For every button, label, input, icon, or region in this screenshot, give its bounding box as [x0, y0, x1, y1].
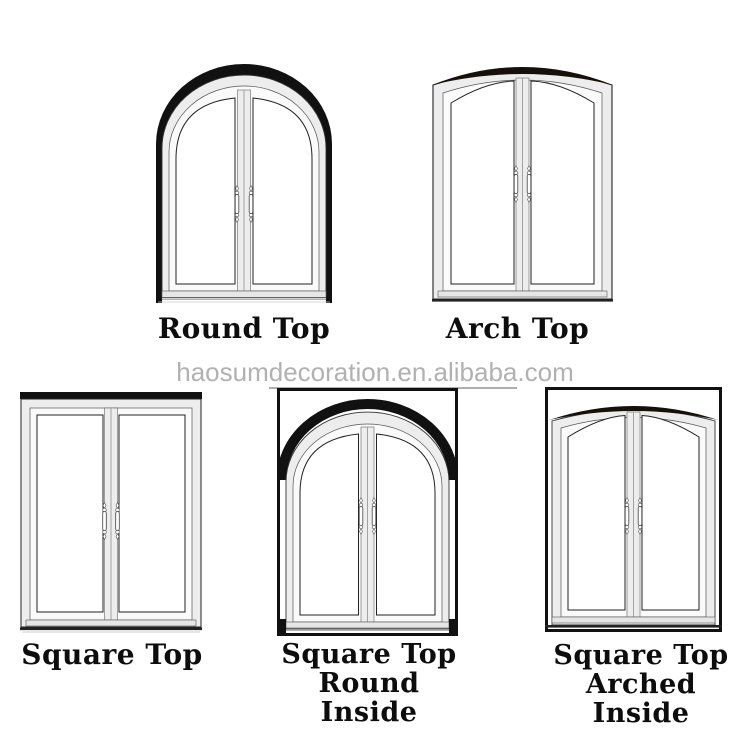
door-label-line1: Square Top — [281, 639, 457, 670]
door-label-square-top-round-inside: Square Top Round Inside — [269, 640, 469, 727]
door-sill — [285, 621, 450, 629]
door-handle-icon — [115, 501, 120, 541]
square-top-door-drawing — [20, 392, 202, 633]
door-label-round-top: Round Top — [157, 312, 331, 345]
door-handle-icon — [637, 496, 643, 536]
watermark-prefix: haosum — [176, 357, 269, 387]
door-label-line2: Arched Inside — [585, 669, 697, 729]
door-handle-icon — [513, 164, 519, 204]
round-top-door-drawing — [156, 64, 332, 303]
door-glass-left — [450, 80, 515, 285]
door-handle-icon — [526, 164, 532, 204]
door-handle-icon — [102, 501, 107, 541]
door-glass-left — [175, 97, 236, 285]
watermark-suffix: .com — [517, 357, 574, 387]
door-glass-right — [118, 414, 186, 613]
door-label-arch-top: Arch Top — [445, 312, 590, 345]
door-top-dark-band — [432, 67, 613, 85]
door-label-line2: Round Inside — [318, 668, 420, 728]
door-glass-right — [530, 80, 595, 285]
round-top-door-diagram — [154, 58, 334, 306]
door-glass-left — [567, 414, 626, 611]
door-handle-icon — [234, 184, 240, 224]
watermark-underlined-part: decoration.en.alibaba — [268, 357, 518, 389]
watermark: haosumdecoration.en.alibaba.com — [0, 357, 750, 389]
door-top-black-bar — [20, 392, 202, 399]
door-inner-black-arch — [277, 399, 458, 481]
door-glass-right — [376, 433, 436, 616]
door-top-dark-band — [549, 406, 718, 420]
arch-top-door-diagram — [432, 58, 613, 304]
door-sill — [25, 619, 197, 627]
door-sill — [161, 290, 327, 298]
door-label-square-top-arched-inside: Square Top Arched Inside — [541, 641, 741, 728]
door-glass-right — [641, 414, 700, 611]
square-top-arched-inside-door-drawing — [545, 387, 722, 632]
door-sill — [437, 290, 608, 298]
door-handle-icon — [248, 184, 254, 224]
door-handle-icon — [371, 496, 377, 536]
door-glass-left — [299, 433, 359, 616]
square-top-door-diagram — [20, 390, 202, 635]
square-top-arched-inside-door-diagram — [545, 387, 722, 633]
door-glass-left — [36, 414, 104, 613]
door-handle-icon — [624, 496, 630, 536]
door-label-square-top: Square Top — [21, 638, 203, 671]
square-top-round-inside-door-diagram — [277, 388, 458, 638]
door-label-line1: Square Top — [553, 640, 729, 671]
door-glass-right — [252, 97, 313, 285]
square-top-round-inside-door-drawing — [277, 388, 458, 636]
door-sill — [551, 616, 716, 624]
door-handle-icon — [358, 496, 364, 536]
arch-top-door-drawing — [432, 67, 613, 302]
